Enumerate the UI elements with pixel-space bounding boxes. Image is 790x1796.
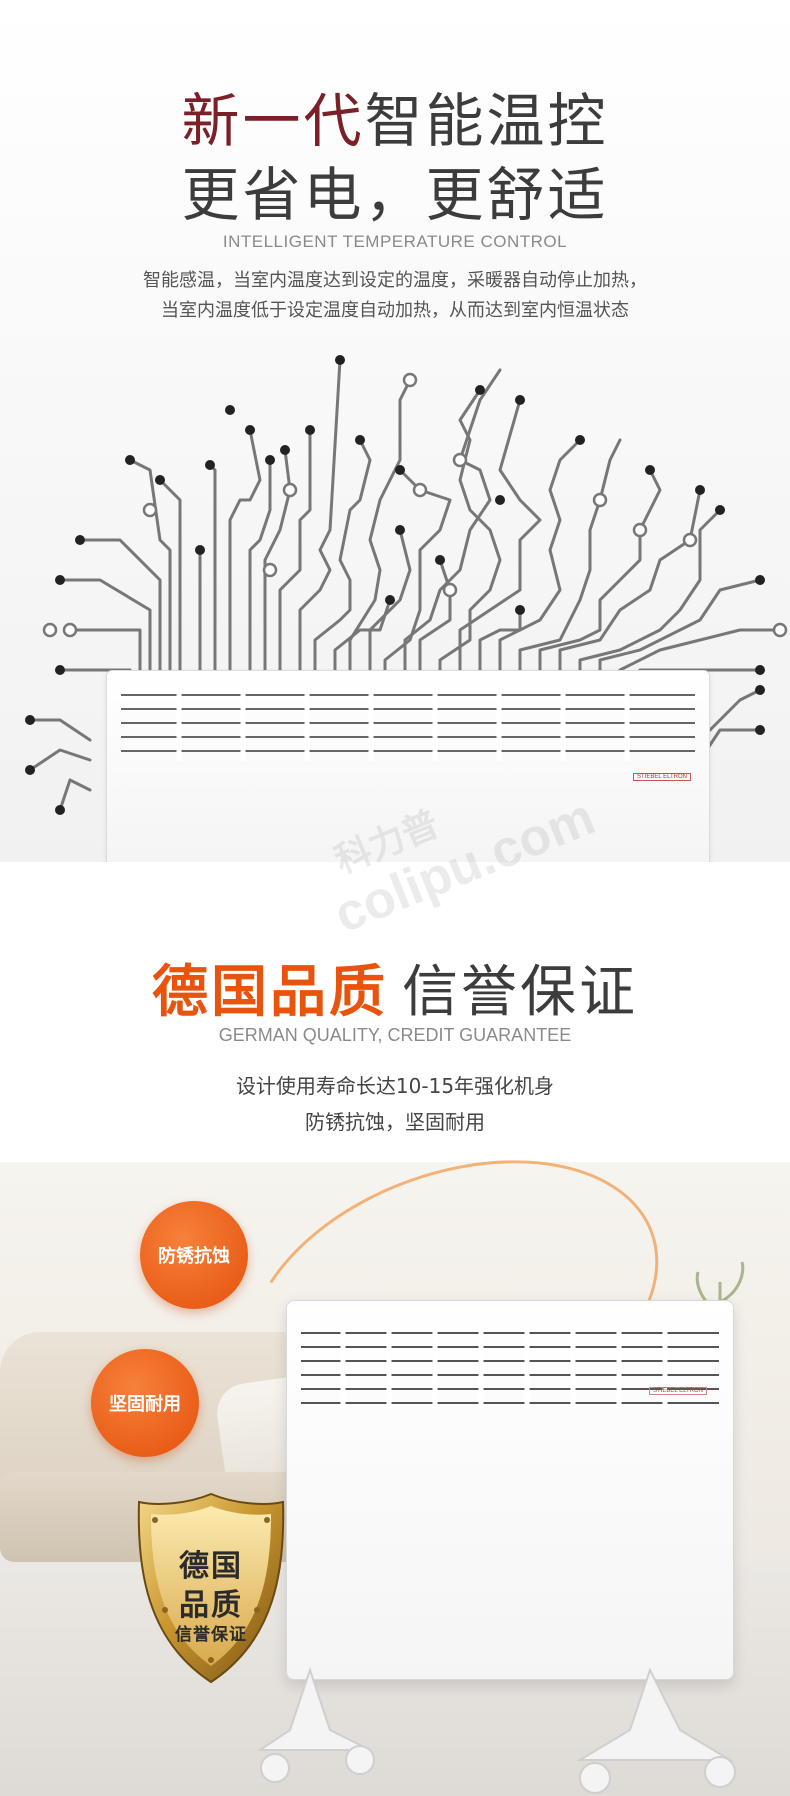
headline-rest: 智能温控 — [364, 87, 609, 155]
heater-front-view: STIEBEL ELTRON — [106, 670, 710, 862]
headline-smart-control: 新一代智能温控 — [0, 74, 790, 158]
quality-description-line-1: 设计使用寿命长达10-15年强化机身 — [235, 1074, 555, 1098]
heater-vent-grille-2 — [301, 1327, 719, 1409]
shield-text-line-1: 德国 — [179, 1549, 243, 1584]
headline-german-quality: 德国品质信誉保证 — [0, 947, 790, 1028]
circuit-lines-illustration — [25, 355, 788, 815]
badge-anti-rust: 防锈抗蚀 — [140, 1201, 248, 1309]
brand-label-2: STIEBEL ELTRON — [648, 1387, 707, 1395]
brand-label: STIEBEL ELTRON — [632, 773, 691, 781]
shield-text-line-2: 品质 — [179, 1588, 243, 1623]
shield-text-line-3: 信誉保证 — [175, 1625, 247, 1645]
subheadline-energy-saving: 更省电，更舒适 — [181, 161, 609, 229]
heater-angled-view: STIEBEL ELTRON — [286, 1300, 734, 1680]
smart-temperature-section: 新一代智能温控 更省电，更舒适 INTELLIGENT TEMPERATURE … — [0, 0, 790, 862]
description-line-1: 智能感温，当室内温度达到设定的温度，采暖器自动停止加热， — [143, 270, 647, 291]
headline-rest-guarantee: 信誉保证 — [402, 960, 638, 1025]
heater-vent-grille — [121, 689, 695, 761]
headline-accent: 新一代 — [181, 87, 365, 155]
badge-durable: 坚固耐用 — [91, 1349, 199, 1457]
heater-wheel-feet — [256, 1666, 736, 1794]
headline-accent-quality: 德国品质 — [152, 960, 388, 1025]
quality-shield-icon — [137, 1492, 285, 1684]
english-caption: INTELLIGENT TEMPERATURE CONTROL — [222, 232, 568, 251]
english-caption-quality: GERMAN QUALITY, CREDIT GUARANTEE — [218, 1025, 572, 1045]
description-line-2: 当室内温度低于设定温度自动加热，从而达到室内恒温状态 — [161, 300, 629, 321]
quality-description-line-2: 防锈抗蚀，坚固耐用 — [305, 1110, 485, 1134]
